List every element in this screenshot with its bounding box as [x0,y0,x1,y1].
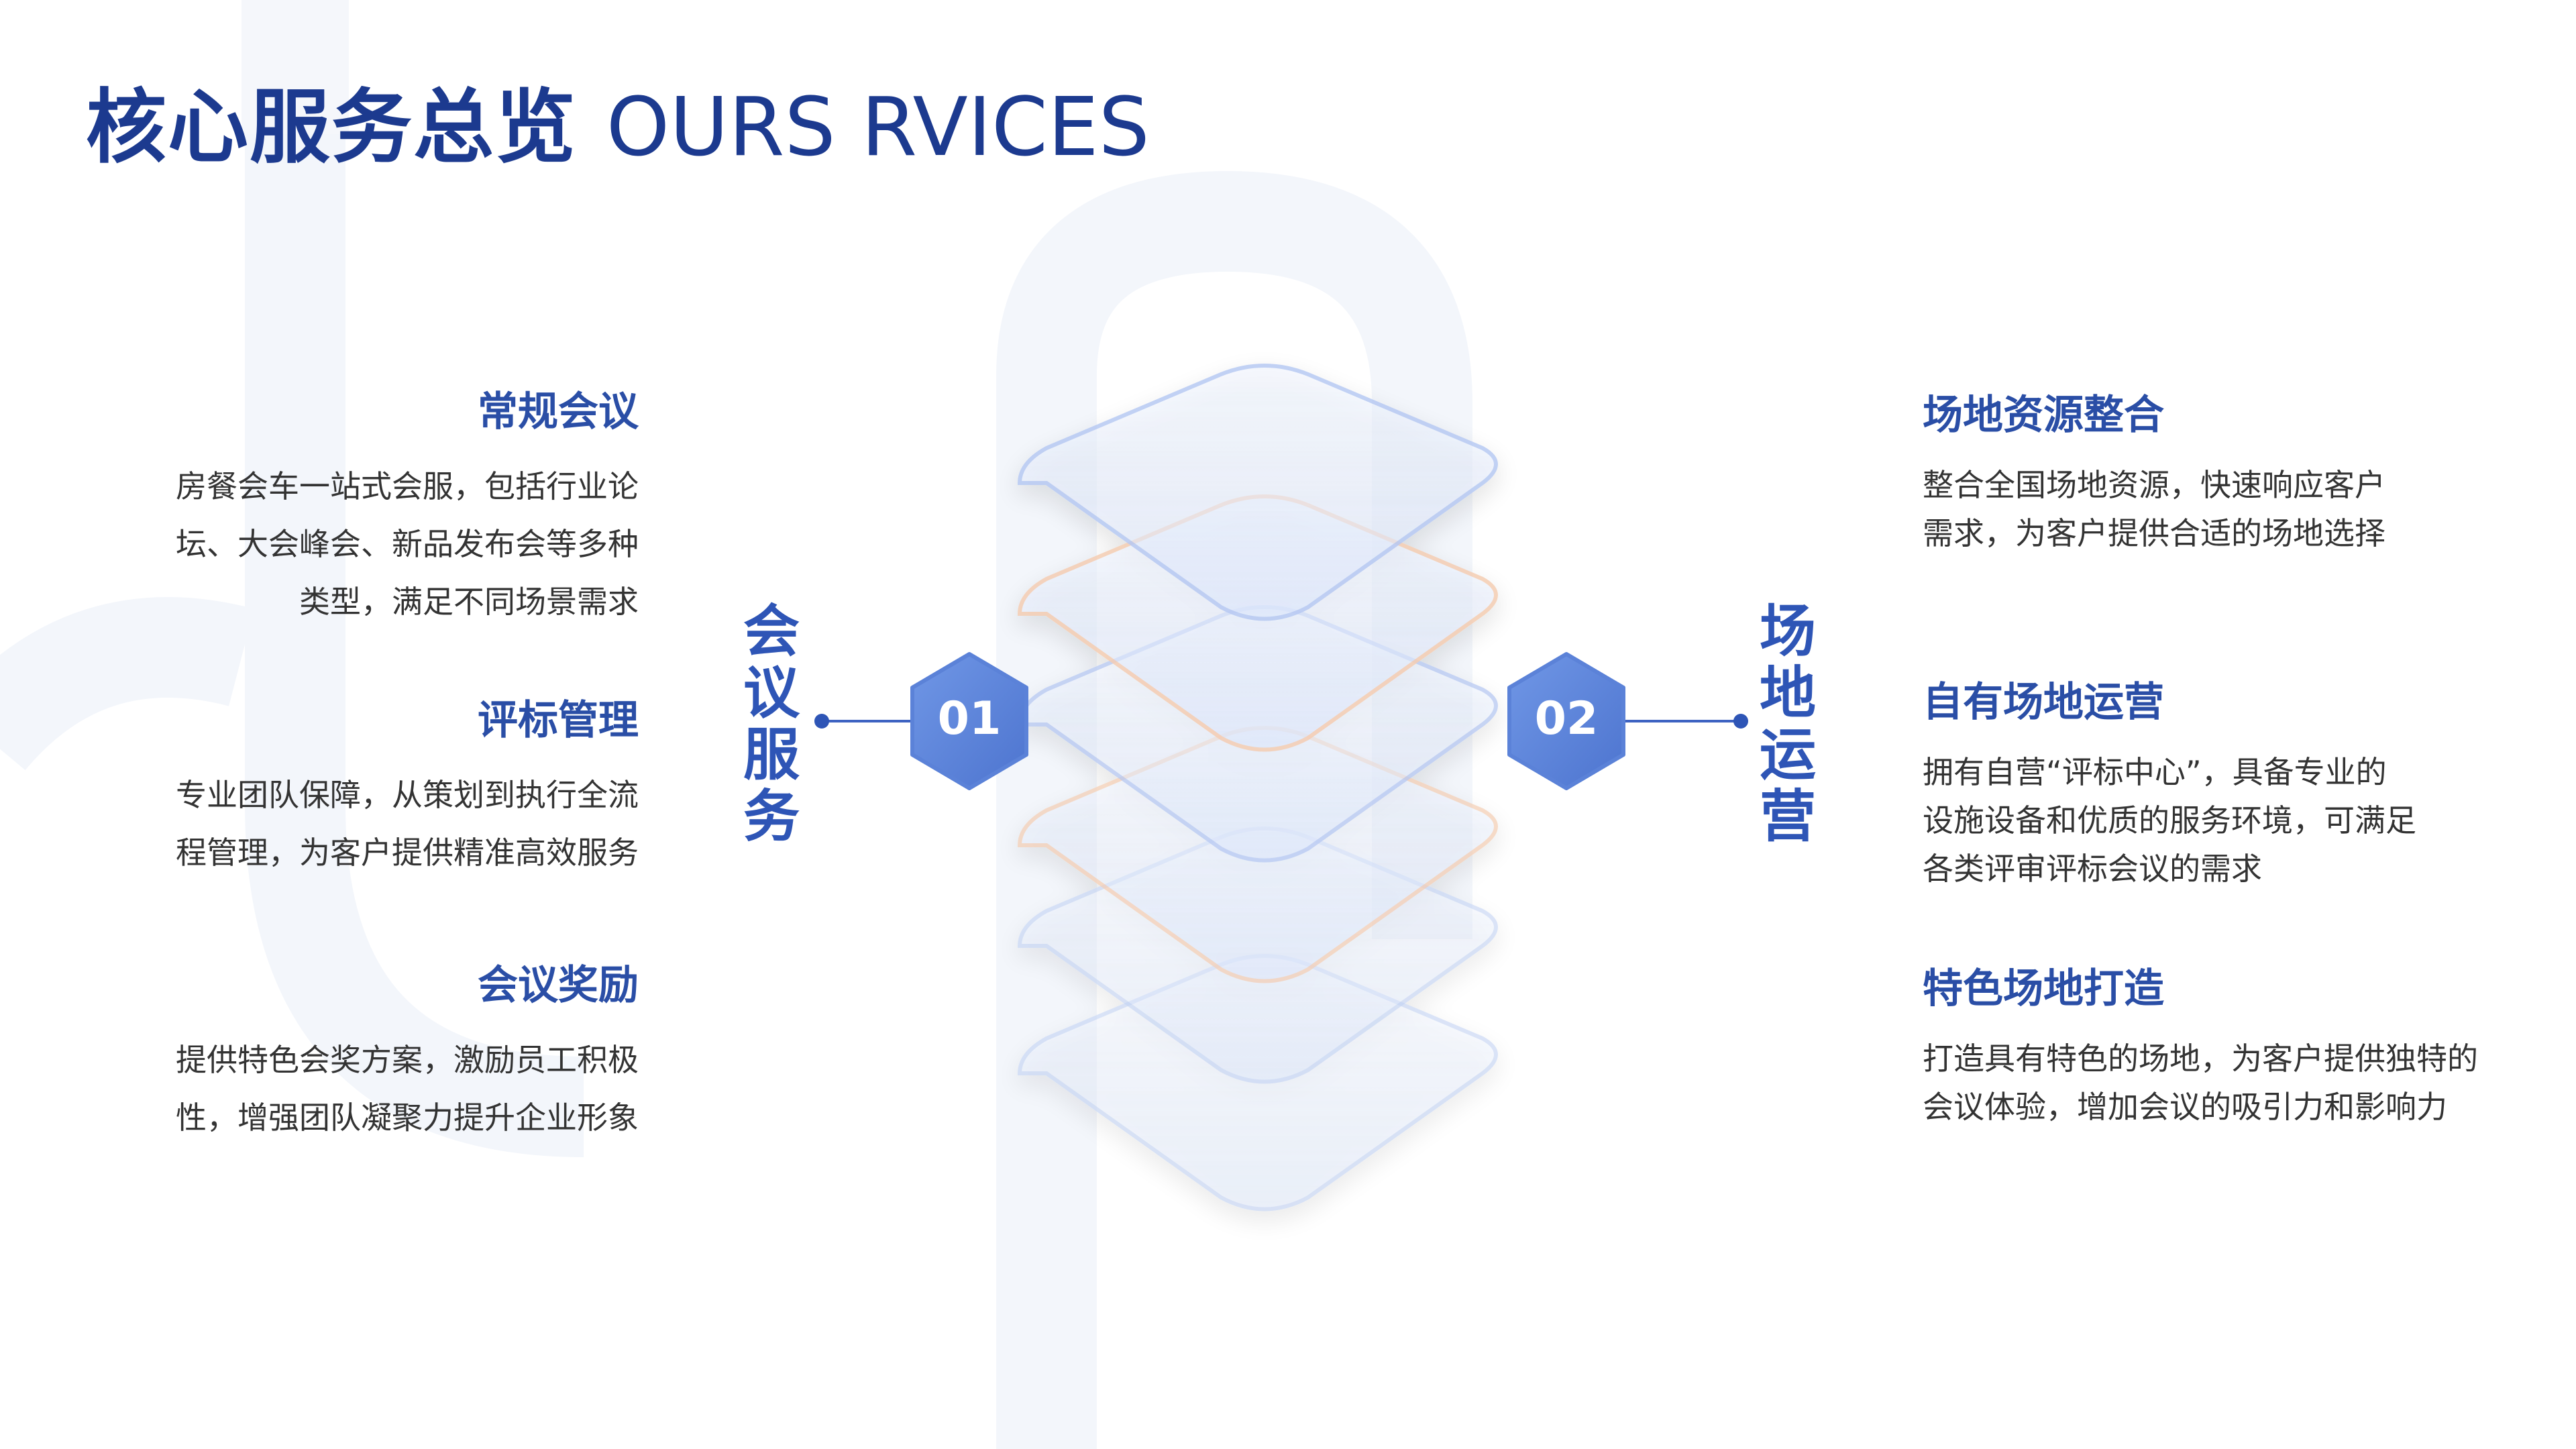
page-title: 核心服务总览 OURS RVICES [86,62,1150,178]
vertical-label-char: 议 [743,660,800,726]
right-item-line: 整合全国场地资源，快速响应客户 [1923,467,2385,503]
left-item-bid-evaluation: 评标管理 专业团队保障，从策划到执行全流 程管理，为客户提供精准高效服务 [129,688,639,881]
layer-1 [1017,364,1498,621]
vertical-label-char: 服 [743,722,800,788]
left-item-line: 专业团队保障，从策划到执行全流 [176,777,639,813]
page-title-cn: 核心服务总览 [86,81,577,174]
left-item-line: 坛、大会峰会、新品发布会等多种 [176,526,639,562]
left-item-heading: 评标管理 [478,697,639,744]
vertical-label-meeting-service: 会议服务 [731,600,812,847]
right-item-special-venue: 特色场地打造 打造具有特色的场地，为客户提供独特的 会议体验，增加会议的吸引力和… [1923,956,2526,1131]
right-item-heading: 场地资源整合 [1923,392,2164,439]
page-title-en: OURS RVICES [606,81,1150,174]
right-item-own-venue: 自有场地运营 拥有自营“评标中心”，具备专业的 设施设备和优质的服务环境，可满足… [1923,669,2526,893]
right-item-venue-resources: 场地资源整合 整合全国场地资源，快速响应客户 需求，为客户提供合适的场地选择 [1923,382,2526,557]
left-item-line: 房餐会车一站式会服，包括行业论 [176,468,639,504]
left-item-line: 性，增强团队凝聚力提升企业形象 [176,1099,639,1136]
right-item-line: 打造具有特色的场地，为客户提供独特的 [1923,1040,2478,1077]
vertical-label-char: 会 [743,598,800,664]
right-item-line: 会议体验，增加会议的吸引力和影响力 [1923,1089,2447,1125]
left-connector-dot [814,714,829,729]
vertical-label-venue-operation: 场地运营 [1748,600,1828,847]
vertical-label-char: 营 [1759,784,1816,849]
left-item-line: 程管理，为客户提供精准高效服务 [176,835,639,871]
right-item-line: 需求，为客户提供合适的场地选择 [1923,515,2385,551]
left-item-heading: 常规会议 [478,388,639,435]
hexagon-02 [1507,652,1625,790]
left-item-line: 类型，满足不同场景需求 [299,584,639,620]
vertical-label-char: 运 [1759,722,1816,788]
hexagon-number-02: 02 [1534,692,1599,745]
left-item-regular-meeting: 常规会议 房餐会车一站式会服，包括行业论 坛、大会峰会、新品发布会等多种 类型，… [129,379,639,631]
right-connector-dot [1733,714,1748,729]
vertical-label-char: 地 [1759,660,1816,726]
right-item-line: 拥有自营“评标中心”，具备专业的 [1923,754,2387,790]
right-item-line: 设施设备和优质的服务环境，可满足 [1923,802,2416,839]
hexagon-01 [910,652,1028,790]
right-item-heading: 特色场地打造 [1923,965,2164,1012]
left-item-meeting-incentive: 会议奖励 提供特色会奖方案，激励员工积极 性，增强团队凝聚力提升企业形象 [129,953,639,1146]
vertical-label-char: 场 [1759,598,1816,664]
left-item-line: 提供特色会奖方案，激励员工积极 [176,1042,639,1078]
vertical-label-char: 务 [743,784,800,849]
left-item-heading: 会议奖励 [478,962,639,1009]
hexagon-number-01: 01 [937,692,1002,745]
right-item-line: 各类评审评标会议的需求 [1923,851,2262,887]
right-item-heading: 自有场地运营 [1923,679,2164,726]
